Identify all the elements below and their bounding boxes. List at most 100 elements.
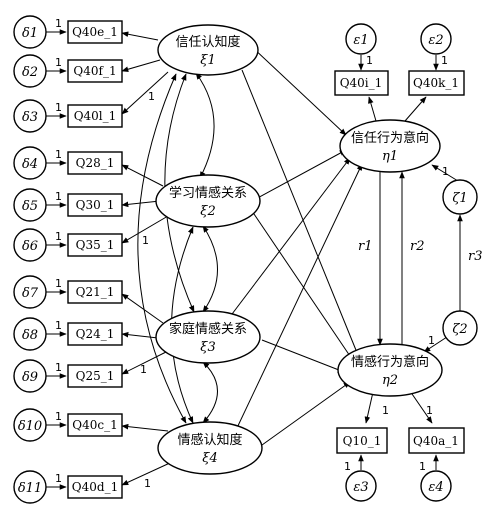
delta-errors: δ1 δ2 δ3 δ4 δ5 δ6 δ7 δ8 δ9 δ10 δ11 <box>13 15 47 504</box>
epsilon-errors: ε1 ε2 ε3 ε4 <box>345 23 452 502</box>
indicator-box: Q40i_1 <box>334 70 389 96</box>
latent-xi4: 情感认知度 ξ4 <box>157 421 263 475</box>
indicator-box: Q30_1 <box>67 193 123 217</box>
svg-text:Q40e_1: Q40e_1 <box>72 25 118 39</box>
endogenous-latents: 信任行为意向 η1 情感行为意向 η2 <box>337 119 443 397</box>
svg-text:Q40a_1: Q40a_1 <box>413 434 459 448</box>
svg-text:η2: η2 <box>382 373 398 388</box>
svg-text:信任认知度: 信任认知度 <box>175 34 240 50</box>
svg-text:Q25_1: Q25_1 <box>76 369 115 383</box>
zeta2: ζ2 <box>442 310 478 346</box>
svg-text:δ7: δ7 <box>22 286 39 301</box>
indicator-box: Q40f_1 <box>67 59 123 83</box>
svg-text:δ10: δ10 <box>18 419 42 434</box>
r2-label: r2 <box>410 239 425 254</box>
latent-xi1: 信任认知度 ξ1 <box>157 24 259 76</box>
svg-text:ζ2: ζ2 <box>452 322 467 337</box>
svg-text:ε4: ε4 <box>428 480 443 495</box>
svg-text:1: 1 <box>55 190 62 203</box>
delta-error: δ6 <box>13 228 47 262</box>
r3-label: r3 <box>468 249 483 264</box>
svg-text:ξ1: ξ1 <box>200 53 215 68</box>
svg-text:δ9: δ9 <box>22 370 38 385</box>
svg-text:信任行为意向: 信任行为意向 <box>351 130 429 146</box>
delta-error: δ9 <box>13 359 47 393</box>
path-labels: r1 r2 r3 <box>358 239 483 264</box>
svg-text:1: 1 <box>55 277 62 290</box>
epsilon-error: ε2 <box>420 23 452 55</box>
svg-text:Q40f_1: Q40f_1 <box>73 64 116 78</box>
svg-text:1: 1 <box>55 472 62 485</box>
svg-text:1: 1 <box>441 54 448 67</box>
svg-text:Q40l_1: Q40l_1 <box>74 109 117 123</box>
zeta1: ζ1 <box>442 179 478 215</box>
fixed-loading-labels: 1 1 1 1 1 1 1 1 1 1 1 1 1 1 1 1 1 1 1 1 … <box>55 17 449 490</box>
indicator-box: Q40d_1 <box>67 475 123 499</box>
delta-error: δ5 <box>13 188 47 222</box>
svg-text:1: 1 <box>148 90 155 103</box>
svg-text:1: 1 <box>344 460 351 473</box>
indicator-box: Q35_1 <box>67 233 123 257</box>
svg-text:1: 1 <box>55 319 62 332</box>
svg-text:情感认知度: 情感认知度 <box>177 432 242 448</box>
delta-error: δ11 <box>13 470 47 504</box>
indicator-box: Q40c_1 <box>67 413 123 437</box>
svg-text:1: 1 <box>55 17 62 30</box>
svg-text:ε2: ε2 <box>428 33 443 48</box>
svg-text:δ6: δ6 <box>22 239 38 254</box>
exogenous-latents: 信任认知度 ξ1 学习情感关系 ξ2 家庭情感关系 ξ3 情感认知度 ξ4 <box>155 24 263 475</box>
indicator-box: Q40l_1 <box>67 104 123 128</box>
svg-text:1: 1 <box>140 363 147 376</box>
svg-text:1: 1 <box>442 165 449 178</box>
svg-text:情感行为意向: 情感行为意向 <box>351 354 429 370</box>
svg-text:1: 1 <box>142 234 149 247</box>
epsilon-error: ε1 <box>345 23 377 55</box>
right-indicators: Q40i_1 Q40k_1 Q10_1 Q40a_1 <box>334 70 465 454</box>
svg-text:1: 1 <box>55 230 62 243</box>
svg-text:Q35_1: Q35_1 <box>76 238 115 252</box>
latent-xi3: 家庭情感关系 ξ3 <box>155 310 261 364</box>
svg-text:δ1: δ1 <box>22 26 38 41</box>
svg-text:ξ4: ξ4 <box>202 451 217 466</box>
epsilon-error: ε3 <box>345 470 377 502</box>
connections <box>46 29 463 490</box>
latent-eta2: 情感行为意向 η2 <box>337 343 443 397</box>
svg-text:δ2: δ2 <box>22 65 38 80</box>
indicator-box: Q40k_1 <box>408 70 465 96</box>
latent-xi2: 学习情感关系 ξ2 <box>155 174 261 228</box>
svg-text:1: 1 <box>144 477 151 490</box>
indicator-box: Q28_1 <box>67 151 123 175</box>
indicator-box: Q21_1 <box>67 280 123 304</box>
svg-text:Q10_1: Q10_1 <box>343 434 382 448</box>
delta-error: δ10 <box>13 408 47 442</box>
svg-text:Q30_1: Q30_1 <box>76 198 115 212</box>
left-indicators: Q40e_1 Q40f_1 Q40l_1 Q28_1 Q30_1 Q35_1 Q… <box>67 20 123 499</box>
svg-text:δ5: δ5 <box>22 199 38 214</box>
svg-text:1: 1 <box>55 361 62 374</box>
svg-text:Q40i_1: Q40i_1 <box>340 76 383 90</box>
svg-text:Q40d_1: Q40d_1 <box>72 480 118 494</box>
delta-error: δ2 <box>13 54 47 88</box>
svg-text:δ11: δ11 <box>18 481 42 496</box>
delta-error: δ7 <box>13 275 47 309</box>
svg-text:Q21_1: Q21_1 <box>76 285 115 299</box>
delta-error: δ4 <box>13 146 47 180</box>
svg-text:1: 1 <box>55 101 62 114</box>
indicator-box: Q25_1 <box>67 364 123 388</box>
svg-text:ζ1: ζ1 <box>452 191 467 206</box>
svg-text:δ4: δ4 <box>22 157 38 172</box>
epsilon-error: ε4 <box>420 470 452 502</box>
svg-text:1: 1 <box>366 54 373 67</box>
delta-error: δ8 <box>13 317 47 351</box>
svg-text:ε1: ε1 <box>353 33 368 48</box>
svg-text:δ8: δ8 <box>22 328 38 343</box>
svg-text:家庭情感关系: 家庭情感关系 <box>169 321 247 337</box>
svg-text:1: 1 <box>382 404 389 417</box>
indicator-box: Q40a_1 <box>408 427 465 454</box>
svg-text:1: 1 <box>428 334 435 347</box>
svg-text:η1: η1 <box>382 149 398 164</box>
svg-text:1: 1 <box>55 410 62 423</box>
svg-text:δ3: δ3 <box>22 110 38 125</box>
indicator-box: Q10_1 <box>336 427 388 454</box>
